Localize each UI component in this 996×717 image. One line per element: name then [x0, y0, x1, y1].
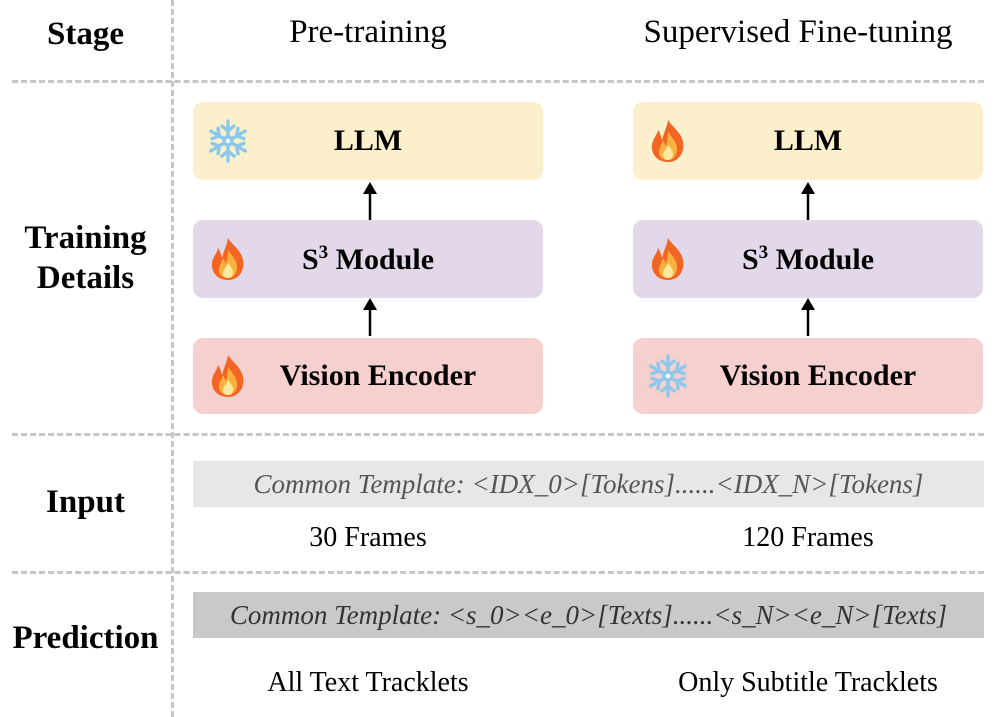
- pretraining-s3-label: S3 Module: [301, 241, 435, 276]
- pretraining-llm-label: LLM: [333, 124, 403, 157]
- row-divider-training: [12, 433, 984, 436]
- column-divider: [171, 0, 174, 717]
- sft-s3-box: S3 Module: [633, 220, 983, 298]
- fire-icon: [645, 118, 691, 164]
- sft-vision-encoder-box: Vision Encoder: [633, 338, 983, 414]
- fire-icon: [205, 236, 251, 282]
- prediction-common-template: Common Template: <s_0><e_0>[Texts]......…: [193, 592, 984, 638]
- sft-vision-encoder-label: Vision Encoder: [719, 359, 917, 392]
- prediction-label: Prediction: [12, 620, 159, 656]
- fire-icon: [205, 353, 251, 399]
- input-common-template: Common Template: <IDX_0>[Tokens]......<I…: [193, 461, 984, 507]
- sft-frames: 120 Frames: [742, 522, 874, 553]
- pretraining-frames: 30 Frames: [309, 522, 427, 553]
- input-label: Input: [46, 484, 125, 520]
- pretraining-arrow-vision-to-s3: [363, 298, 377, 336]
- pretraining-prediction-desc: All Text Tracklets: [267, 667, 469, 698]
- sft-s3-label: S3 Module: [741, 241, 875, 276]
- sft-prediction-desc: Only Subtitle Tracklets: [678, 667, 938, 698]
- sft-llm-label: LLM: [773, 124, 843, 157]
- sft-llm-box: LLM: [633, 102, 983, 180]
- row-divider-header: [12, 80, 984, 83]
- sft-arrow-s3-to-llm: [801, 182, 815, 220]
- training-details-label-line1: Training: [24, 220, 147, 256]
- pretraining-header: Pre-training: [289, 14, 447, 50]
- training-details-label-line2: Details: [36, 260, 135, 296]
- sft-header: Supervised Fine-tuning: [643, 14, 953, 50]
- pretraining-vision-encoder-label: Vision Encoder: [279, 359, 477, 392]
- pretraining-llm-box: LLM: [193, 102, 543, 180]
- pretraining-s3-box: S3 Module: [193, 220, 543, 298]
- pretraining-vision-encoder-box: Vision Encoder: [193, 338, 543, 414]
- row-divider-input: [12, 571, 984, 574]
- snowflake-icon: [645, 353, 691, 399]
- fire-icon: [645, 236, 691, 282]
- snowflake-icon: [205, 118, 251, 164]
- sft-arrow-vision-to-s3: [801, 298, 815, 336]
- stage-header: Stage: [47, 16, 124, 52]
- pretraining-arrow-s3-to-llm: [363, 182, 377, 220]
